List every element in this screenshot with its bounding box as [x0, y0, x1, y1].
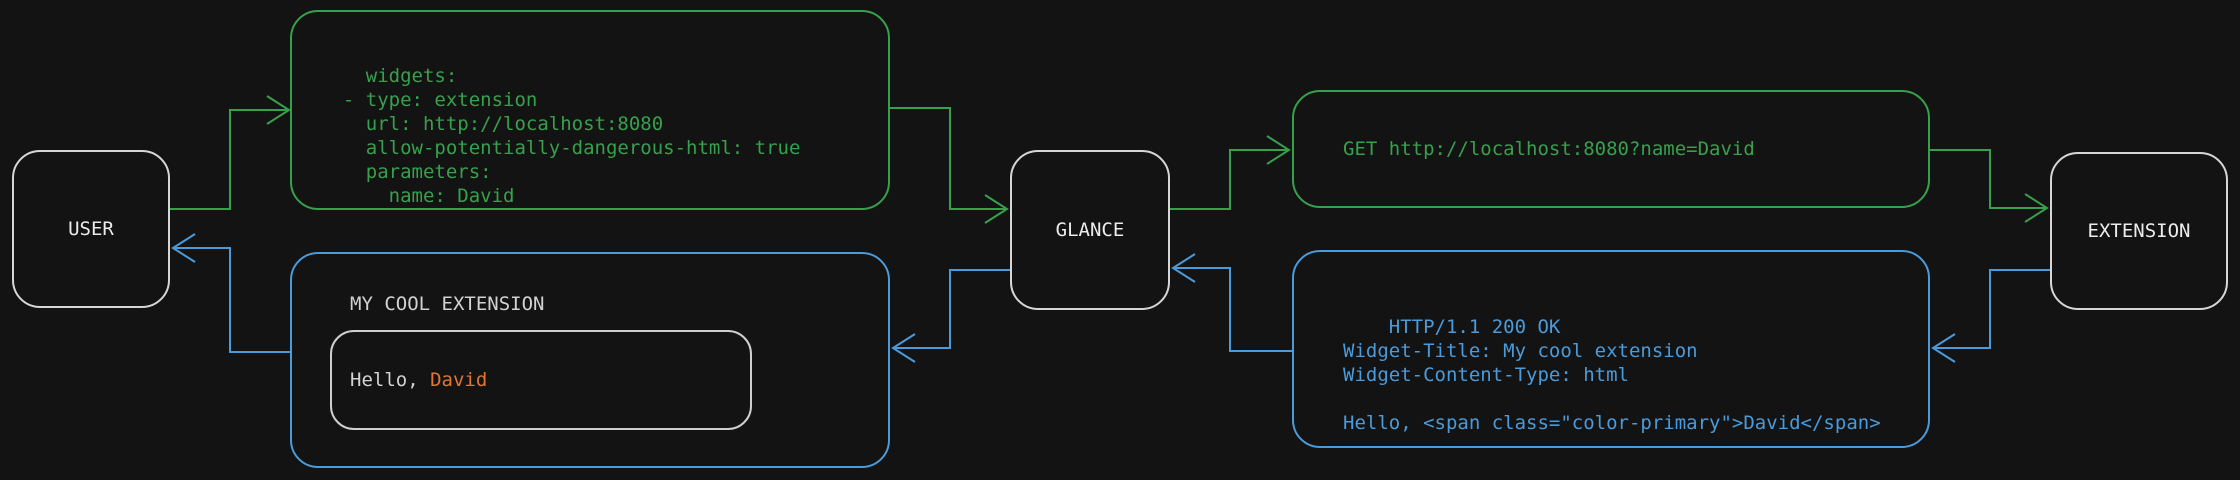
arrow-glance-to-request — [1170, 135, 1291, 210]
http-response-box: HTTP/1.1 200 OK Widget-Title: My cool ex… — [1292, 250, 1930, 448]
http-request-text: GET http://localhost:8080?name=David — [1343, 138, 1755, 160]
node-glance: GLANCE — [1010, 150, 1170, 310]
node-user-label: USER — [68, 218, 114, 240]
arrow-extension-to-response — [1931, 269, 2050, 363]
greeting-prefix: Hello, — [350, 369, 431, 391]
node-user: USER — [12, 150, 170, 308]
node-extension-label: EXTENSION — [2087, 220, 2191, 242]
arrow-response-to-glance — [1171, 253, 1292, 352]
rendered-widget-box: MY COOL EXTENSION Hello, David — [290, 252, 890, 468]
arrow-request-to-extension — [1930, 149, 2049, 223]
greeting-name: David — [430, 369, 488, 391]
config-yaml-box: widgets: - type: extension url: http://l… — [290, 10, 890, 210]
arrow-user-to-config — [170, 95, 291, 210]
node-extension: EXTENSION — [2050, 152, 2228, 310]
arrow-widget-to-user — [171, 233, 290, 353]
widget-title: MY COOL EXTENSION — [350, 293, 545, 315]
arrow-glance-to-widget — [891, 269, 1010, 363]
http-request-box: GET http://localhost:8080?name=David — [1292, 90, 1930, 208]
http-response-text: HTTP/1.1 200 OK Widget-Title: My cool ex… — [1343, 316, 1881, 434]
config-yaml-text: widgets: - type: extension url: http://l… — [342, 65, 801, 207]
node-glance-label: GLANCE — [1055, 219, 1125, 241]
arrow-config-to-glance — [890, 107, 1009, 224]
widget-greeting-box: Hello, David — [330, 330, 752, 430]
